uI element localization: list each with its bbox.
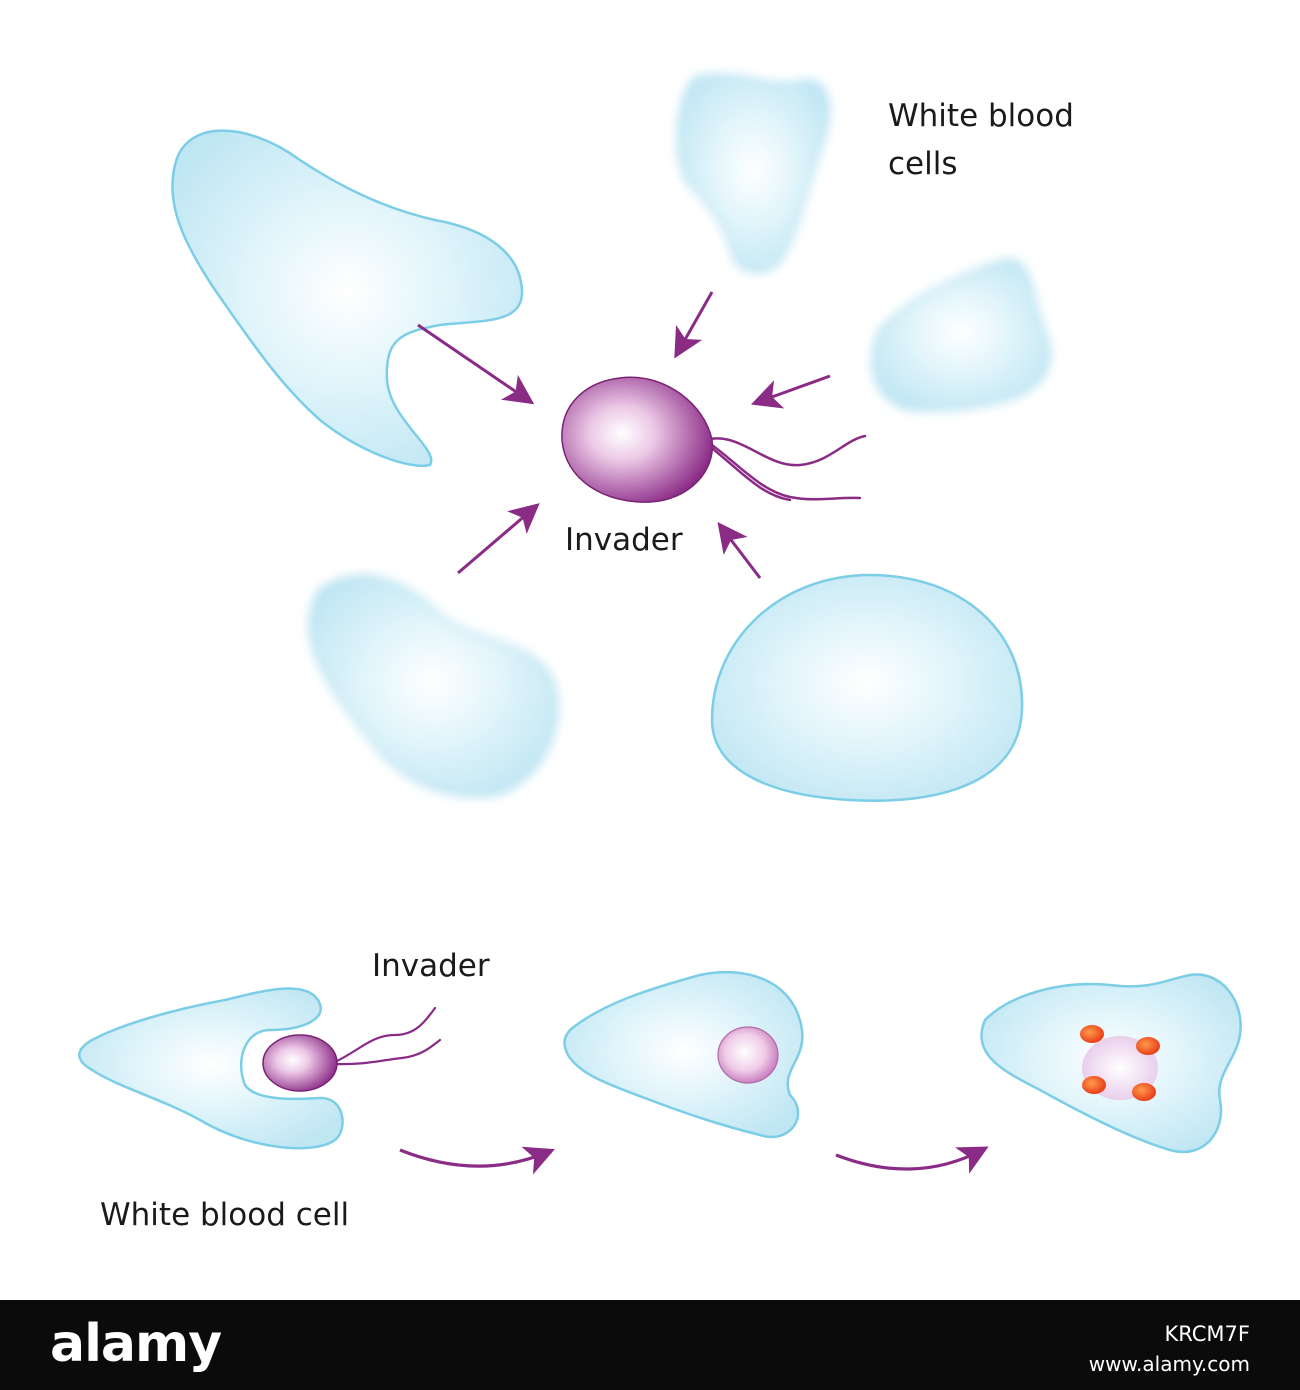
arrow-from-bottom-left-cell [457, 503, 540, 575]
alamy-logo: alamy [50, 1314, 222, 1374]
stock-footer-bar: alamy KRCM7F www.alamy.com [0, 1300, 1300, 1390]
progress-arrow-2 [835, 1146, 989, 1174]
invader-bacterium [561, 376, 867, 503]
white-blood-cell-tooth [677, 74, 830, 273]
white-blood-cell-large [171, 129, 524, 468]
enzyme-particle [1080, 1025, 1104, 1043]
invader-label-top: Invader [565, 522, 683, 558]
stage2-white-blood-cell [563, 970, 804, 1139]
enzyme-particle [1132, 1083, 1156, 1101]
site-url: www.alamy.com [1088, 1352, 1250, 1376]
white-blood-cells-label-line2: cells [888, 146, 958, 182]
white-blood-cell-bottom-left [309, 575, 558, 797]
arrow-from-large-cell [417, 323, 535, 405]
invader-body [561, 376, 714, 503]
phagocytosis-diagram [78, 74, 1242, 1175]
white-blood-cell-right [871, 259, 1051, 412]
white-blood-cell-bottom-right [710, 573, 1024, 802]
white-blood-cells-label-line1: White blood [888, 98, 1074, 134]
arrow-from-right-cell [750, 374, 831, 409]
white-blood-cell-label: White blood cell [100, 1197, 350, 1233]
stage1-white-blood-cell [78, 987, 344, 1150]
image-id: KRCM7F [1164, 1322, 1250, 1346]
stage3-digested-invader [1080, 1025, 1160, 1101]
stage1-invader [262, 1006, 442, 1092]
enzyme-particle [1136, 1037, 1160, 1055]
enzyme-particle [1082, 1076, 1106, 1094]
invader-flagella [703, 434, 867, 502]
invader-label-bottom: Invader [372, 948, 490, 984]
progress-arrow-1 [399, 1146, 555, 1175]
attraction-arrows [417, 291, 831, 579]
arrow-from-tooth-cell [674, 291, 714, 359]
stage2-engulfed-invader [717, 1026, 779, 1084]
arrow-from-bottom-right-cell [717, 522, 762, 579]
